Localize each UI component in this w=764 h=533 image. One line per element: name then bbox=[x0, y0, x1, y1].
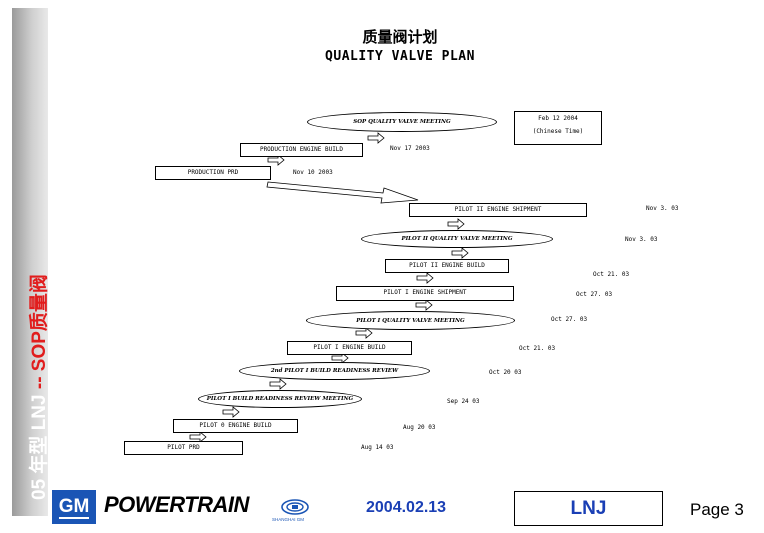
step-pilot-0-engine-build: PILOT 0 ENGINE BUILD bbox=[173, 419, 298, 433]
step-pilot-ii-engine-build: PILOT II ENGINE BUILD bbox=[385, 259, 509, 273]
date-pilot-i-engine-shipment: Oct 27. 03 bbox=[576, 291, 613, 298]
step-pilot-prd: PILOT PRD bbox=[124, 441, 243, 455]
step-production-prd: PRODUCTION PRD bbox=[155, 166, 271, 180]
step-production-engine-build: PRODUCTION ENGINE BUILD bbox=[240, 143, 363, 157]
sidebar-band bbox=[12, 8, 48, 516]
date-pilot-0-engine-build: Aug 20 03 bbox=[403, 424, 436, 431]
date-production-prd: Nov 10 2003 bbox=[293, 169, 333, 176]
arrow-icon bbox=[355, 327, 373, 339]
arrow-icon bbox=[331, 352, 349, 364]
step-sop-quality-valve-meeting: SOP QUALITY VALVE MEETING bbox=[307, 112, 497, 132]
shanghai-gm-logo-icon bbox=[281, 499, 309, 515]
step-pilot-ii-engine-shipment: PILOT II ENGINE SHIPMENT bbox=[409, 203, 587, 217]
date-pilot-i-quality-valve-meeting: Oct 27. 03 bbox=[551, 316, 588, 323]
arrow-icon bbox=[451, 247, 469, 259]
step-pilot-i-engine-build: PILOT I ENGINE BUILD bbox=[287, 341, 412, 355]
legend-timezone: (Chinese Time) bbox=[532, 128, 584, 135]
date-2nd-pilot-i-build-readiness-review: Oct 20 03 bbox=[489, 369, 522, 376]
step-pilot-i-engine-shipment: PILOT I ENGINE SHIPMENT bbox=[336, 286, 514, 301]
page-title-cn: 质量阀计划 bbox=[362, 28, 438, 46]
footer-date: 2004.02.13 bbox=[366, 499, 447, 516]
step-pilot-i-quality-valve-meeting: PILOT I QUALITY VALVE MEETING bbox=[306, 311, 515, 330]
date-legend-box: Feb 12 2004 (Chinese Time) bbox=[514, 111, 602, 145]
legend-date: Feb 12 2004 bbox=[538, 115, 578, 122]
shanghai-gm-text: SHANGHAI GM bbox=[272, 517, 305, 522]
page-title-en: QUALITY VALVE PLAN bbox=[325, 49, 475, 64]
date-pilot-ii-engine-build: Oct 21. 03 bbox=[593, 271, 630, 278]
date-pilot-i-engine-build: Oct 21. 03 bbox=[519, 345, 556, 352]
arrow-icon bbox=[189, 431, 207, 443]
long-arrow-icon bbox=[266, 181, 419, 204]
arrow-icon bbox=[269, 378, 287, 390]
date-pilot-i-build-readiness-review-meeting: Sep 24 03 bbox=[447, 398, 480, 405]
gm-logo-text: GM bbox=[58, 496, 90, 519]
arrow-icon bbox=[367, 132, 385, 144]
arrow-icon bbox=[267, 154, 285, 166]
step-pilot-ii-quality-valve-meeting: PILOT II QUALITY VALVE MEETING bbox=[361, 230, 553, 248]
date-pilot-ii-engine-shipment: Nov 3. 03 bbox=[646, 205, 679, 212]
powertrain-logo: POWERTRAIN bbox=[104, 492, 249, 517]
arrow-icon bbox=[416, 272, 434, 284]
date-production-engine-build: Nov 17 2003 bbox=[390, 145, 430, 152]
arrow-icon bbox=[415, 299, 433, 311]
arrow-icon bbox=[222, 406, 240, 418]
step-pilot-i-build-readiness-review-meeting: PILOT I BUILD READINESS REVIEW MEETING bbox=[198, 390, 362, 408]
gm-logo: GM bbox=[52, 490, 96, 524]
arrow-icon bbox=[447, 218, 465, 230]
page-number: Page 3 bbox=[690, 500, 744, 519]
project-name-box: LNJ bbox=[514, 491, 663, 526]
step-2nd-pilot-i-build-readiness-review: 2nd PILOT I BUILD READINESS REVIEW bbox=[239, 362, 430, 380]
date-pilot-ii-quality-valve-meeting: Nov 3. 03 bbox=[625, 236, 658, 243]
date-pilot-prd: Aug 14 03 bbox=[361, 444, 394, 451]
